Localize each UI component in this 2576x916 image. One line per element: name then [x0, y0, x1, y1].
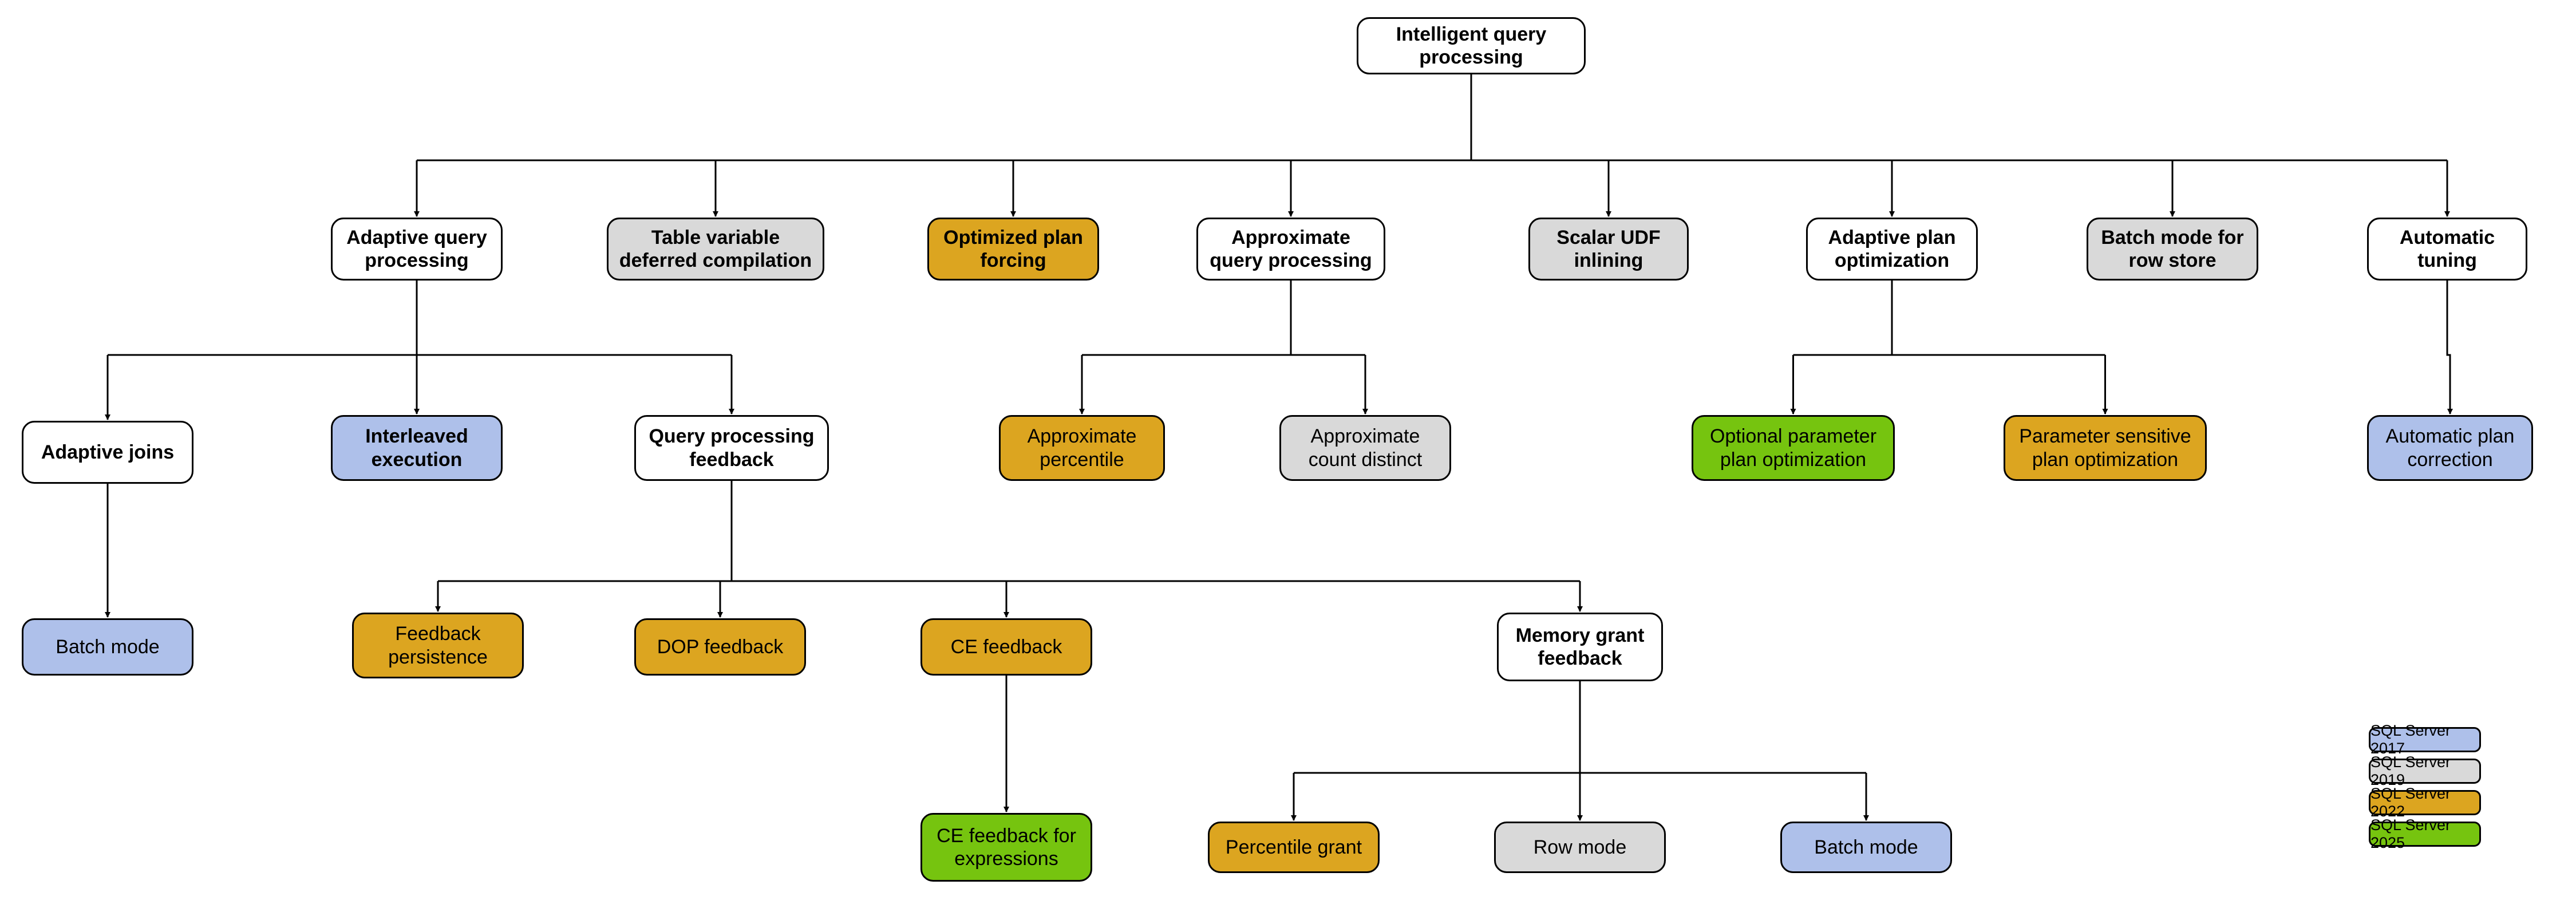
node-at[interactable]: Automatic tuning — [2367, 218, 2527, 281]
node-ie[interactable]: Interleaved execution — [331, 415, 503, 481]
legend-item-sql-server-2019: SQL Server 2019 — [2369, 753, 2481, 788]
node-bmrs[interactable]: Batch mode for row store — [2087, 218, 2258, 281]
node-root[interactable]: Intelligent query processing — [1357, 17, 1586, 74]
node-bm1[interactable]: Batch mode — [22, 618, 193, 676]
node-cefe[interactable]: CE feedback for expressions — [920, 813, 1092, 882]
node-sudf[interactable]: Scalar UDF inlining — [1528, 218, 1689, 281]
node-apc[interactable]: Automatic plan correction — [2367, 415, 2533, 481]
node-dopf[interactable]: DOP feedback — [634, 618, 806, 676]
node-acd[interactable]: Approximate count distinct — [1279, 415, 1451, 481]
node-qpf[interactable]: Query processing feedback — [634, 415, 829, 481]
node-tvdc[interactable]: Table variable deferred compilation — [607, 218, 824, 281]
node-aj[interactable]: Adaptive joins — [22, 421, 193, 484]
node-bm2[interactable]: Batch mode — [1780, 822, 1952, 873]
node-oppo[interactable]: Optional parameter plan optimization — [1692, 415, 1895, 481]
node-rm[interactable]: Row mode — [1494, 822, 1666, 873]
node-aqp[interactable]: Adaptive query processing — [331, 218, 503, 281]
legend-item-sql-server-2025: SQL Server 2025 — [2369, 816, 2481, 851]
node-pspo[interactable]: Parameter sensitive plan optimization — [2004, 415, 2207, 481]
node-fp[interactable]: Feedback persistence — [352, 613, 524, 678]
legend-item-sql-server-2022: SQL Server 2022 — [2369, 785, 2481, 820]
node-apo[interactable]: Adaptive plan optimization — [1806, 218, 1978, 281]
node-opf[interactable]: Optimized plan forcing — [927, 218, 1099, 281]
node-aqpx[interactable]: Approximate query processing — [1196, 218, 1385, 281]
node-mgf[interactable]: Memory grant feedback — [1497, 613, 1663, 681]
node-pg[interactable]: Percentile grant — [1208, 822, 1380, 873]
node-cef[interactable]: CE feedback — [920, 618, 1092, 676]
node-ap[interactable]: Approximate percentile — [999, 415, 1165, 481]
legend-item-sql-server-2017: SQL Server 2017 — [2369, 722, 2481, 757]
